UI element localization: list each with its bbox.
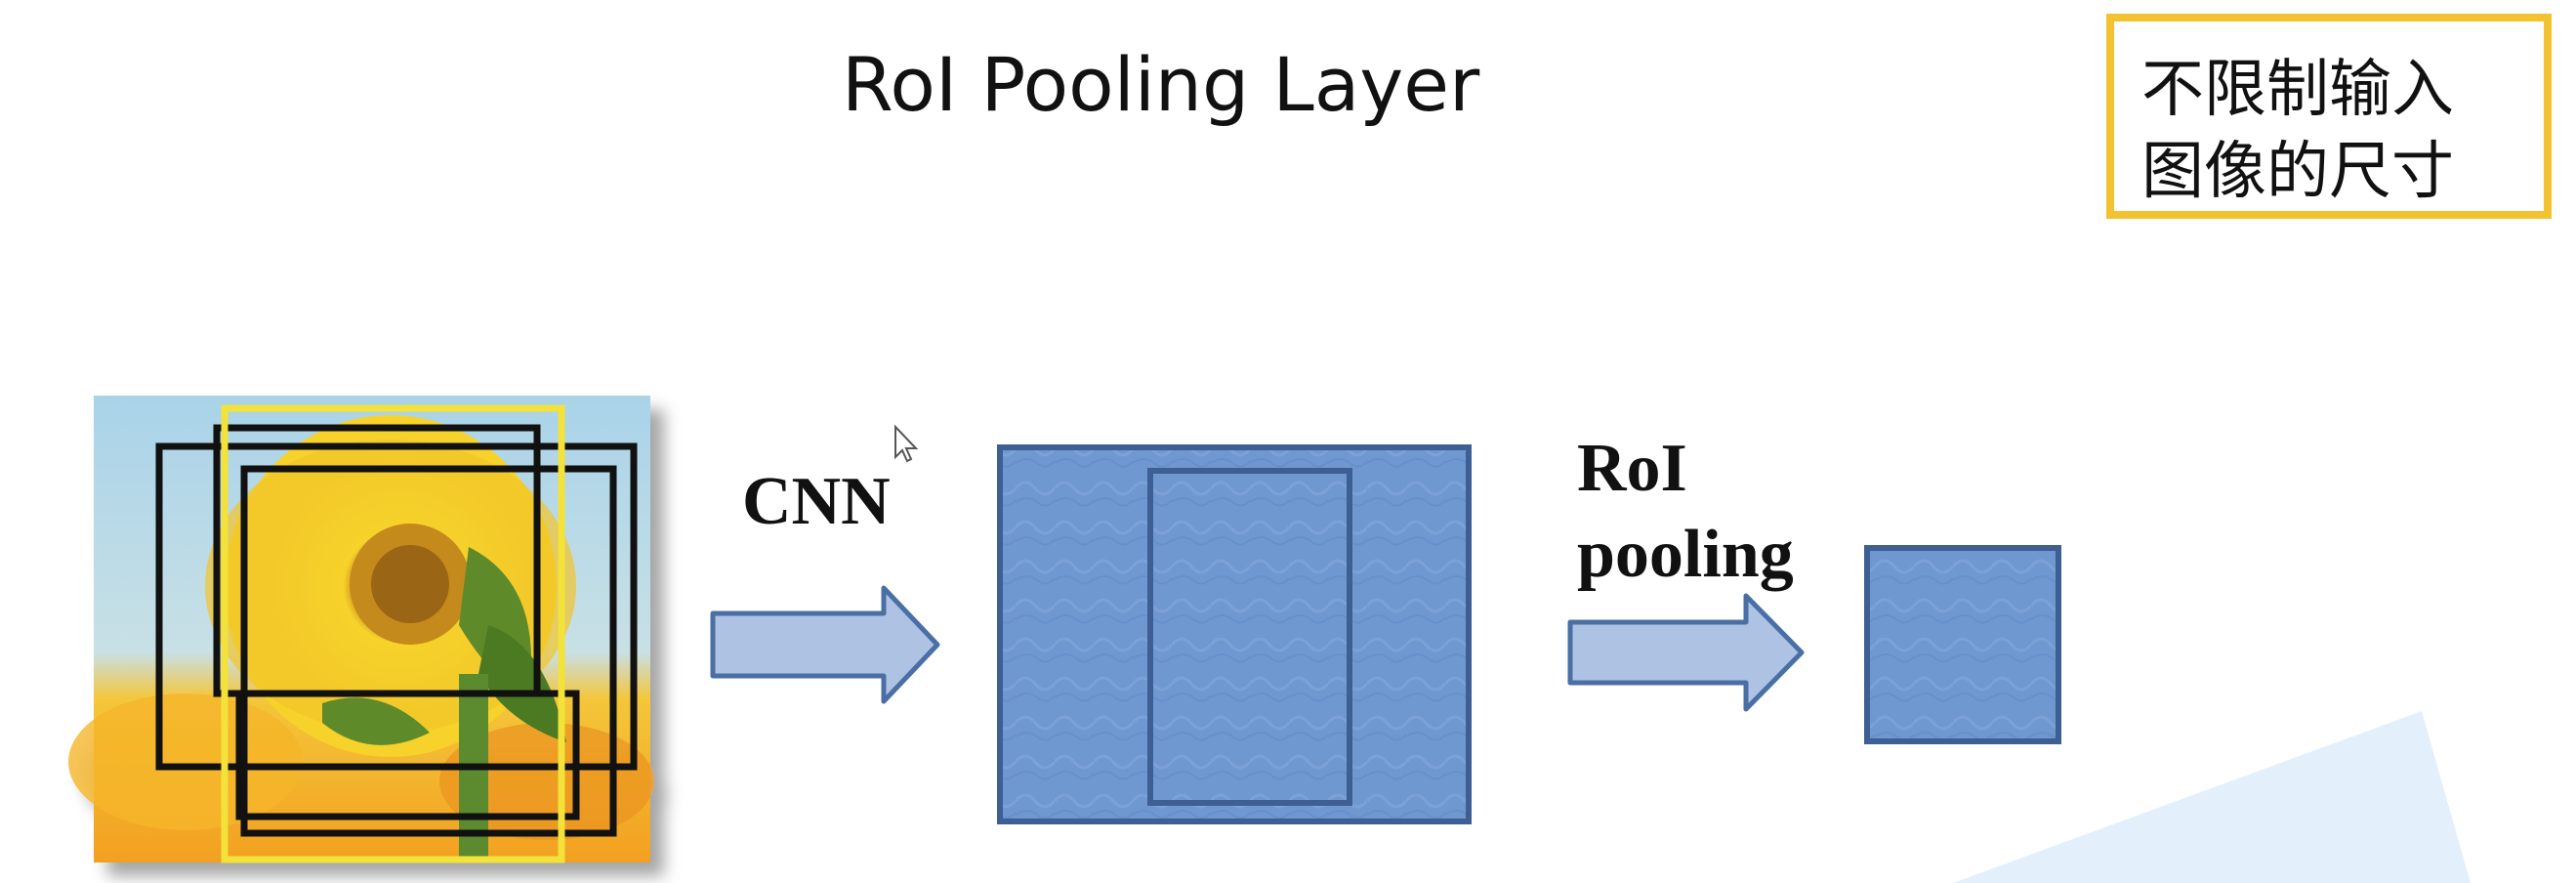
cnn-arrow [710,585,940,704]
region-proposals [155,404,638,863]
note-line-2: 图像的尺寸 [2141,136,2454,208]
proposal-box-3 [240,465,617,837]
pooling-label: pooling [1577,517,1794,592]
page-title: RoI Pooling Layer [842,41,1480,128]
note-line-1: 不限制输入 [2141,54,2454,126]
sunflower-head [205,415,576,757]
roi-pooling-arrow [1567,593,1805,712]
feature-map [997,444,1472,824]
pooled-output [1864,545,2061,744]
proposal-box-5 [221,404,565,863]
roi-label: RoI [1577,431,1687,506]
proposal-box-1 [155,442,638,771]
note-box: 不限制输入 图像的尺寸 [2106,14,2552,219]
proposal-box-4 [235,690,580,820]
mouse-pointer-icon [894,424,919,463]
background-accent-shape [1953,711,2471,883]
feature-map-roi [1147,468,1352,806]
cnn-label: CNN [742,464,891,539]
